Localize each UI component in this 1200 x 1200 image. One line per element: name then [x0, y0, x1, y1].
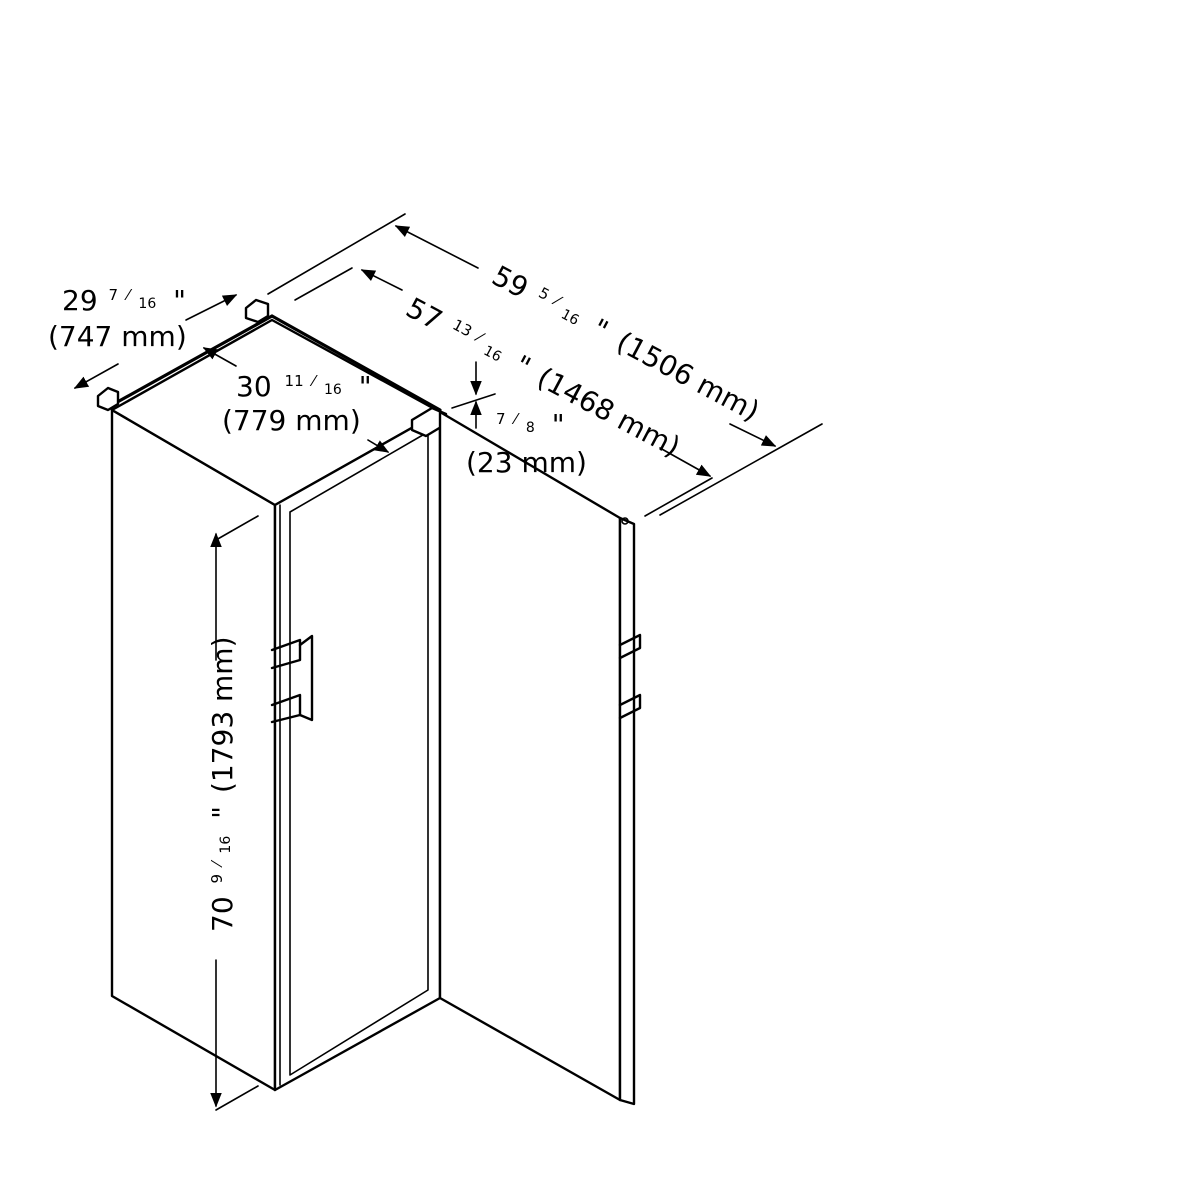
dim-depth-body	[202, 347, 390, 453]
cabinet-top-right-edge	[270, 314, 442, 412]
label-width-metric: (747 mm)	[48, 320, 187, 353]
label-depth-body-metric: (779 mm)	[222, 404, 361, 437]
dim-door-offset	[451, 361, 496, 429]
label-height-den: 16	[218, 836, 234, 854]
door-outer-handle-top	[618, 633, 642, 660]
label-height: 70 9 ⁄ 16 " (1793 mm)	[196, 636, 239, 932]
label-width-num: 7	[109, 286, 119, 304]
label-depth-closed-whole: 57	[401, 291, 448, 337]
svg-text:30 11 ⁄ 16: 30 11 ⁄ 16 "	[236, 360, 372, 403]
label-width-whole: 29	[62, 284, 98, 317]
label-door-offset-num: 7	[496, 410, 506, 428]
dim-height	[210, 515, 259, 1111]
svg-text:29 7 ⁄ 16: 29 7 ⁄ 16 "	[62, 274, 186, 317]
label-depth-body: 30 11 ⁄ 16 " (779 mm)	[222, 360, 372, 437]
label-depth-open-whole: 59	[487, 259, 534, 305]
cabinet-top-rear-edge	[110, 314, 274, 407]
label-depth-open-den: 16	[558, 306, 581, 329]
label-height-inch: "	[206, 806, 239, 819]
label-depth-closed-den: 16	[481, 343, 504, 366]
rear-left-hinge-icon	[96, 386, 120, 412]
svg-text:70 9 ⁄ 16: 70 9 ⁄ 16 " (1793 mm)	[196, 636, 239, 932]
door-handle	[270, 634, 314, 724]
label-height-metric: (1793 mm)	[206, 636, 239, 793]
dim-depth-open	[267, 213, 823, 516]
label-height-whole: 70	[206, 896, 239, 932]
door-frame-inner	[289, 431, 429, 1076]
cabinet-body	[96, 298, 448, 1092]
label-depth-closed-num: 13	[450, 316, 475, 341]
dim-depth-closed	[294, 267, 713, 517]
svg-text:7 ⁄ 8 ": 7 ⁄ 8 "	[496, 398, 565, 441]
label-height-num: 9	[208, 874, 226, 884]
svg-text:59 5 ⁄ 16: 59 5 ⁄ 16 " (1506 mm)	[487, 250, 770, 428]
label-depth-open-num: 5	[536, 284, 553, 304]
dim-width	[73, 294, 238, 389]
label-depth-open-inch: "	[587, 312, 614, 347]
label-depth-body-inch: "	[359, 370, 372, 403]
rear-right-hinge-icon	[244, 298, 270, 324]
label-width-den: 16	[138, 296, 156, 312]
cabinet-door-front	[273, 410, 442, 1092]
label-depth-body-den: 16	[324, 382, 342, 398]
label-depth-open: 59 5 ⁄ 16 " (1506 mm)	[487, 250, 770, 428]
door-outer-handle-bottom	[618, 693, 642, 720]
label-door-offset: 7 ⁄ 8 " (23 mm)	[466, 398, 587, 479]
label-depth-body-num: 11	[285, 372, 304, 390]
label-depth-body-whole: 30	[236, 370, 272, 403]
label-width: 29 7 ⁄ 16 " (747 mm)	[48, 274, 187, 353]
label-door-offset-metric: (23 mm)	[466, 446, 587, 479]
open-door-panel	[438, 410, 622, 1102]
cabinet-left-face	[110, 408, 277, 1092]
label-door-offset-inch: "	[552, 408, 565, 441]
label-door-offset-den: 8	[526, 420, 535, 436]
door-pin-icon	[621, 517, 629, 525]
label-width-inch: "	[173, 284, 186, 317]
label-depth-closed-inch: "	[509, 349, 536, 384]
open-door	[438, 410, 642, 1106]
open-door-edge	[618, 516, 636, 1106]
